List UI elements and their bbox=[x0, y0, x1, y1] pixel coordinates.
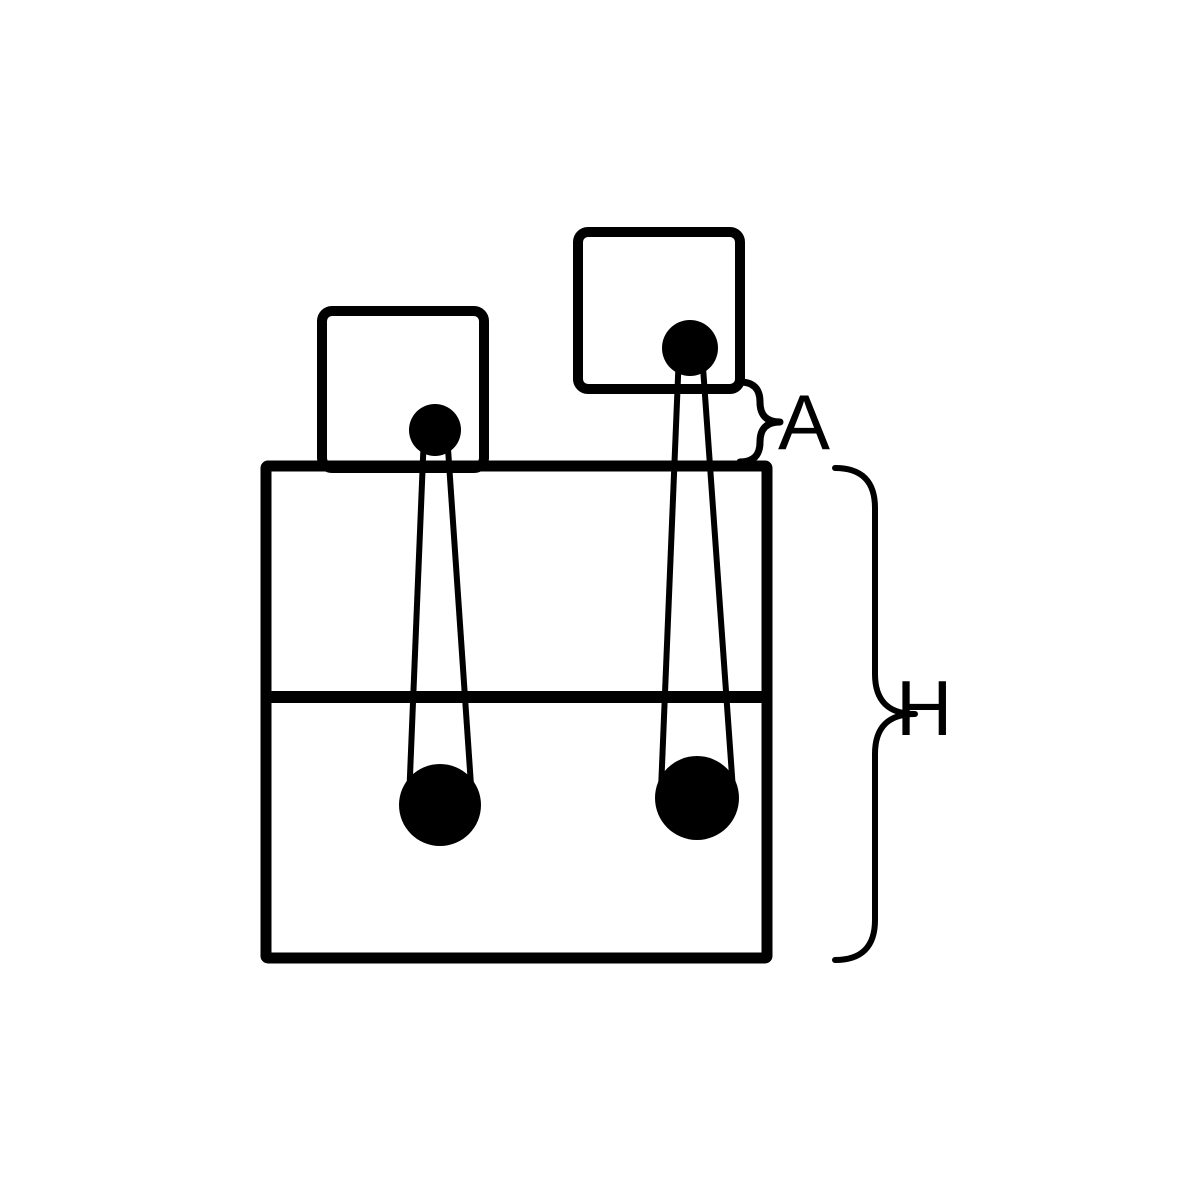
main-case bbox=[260, 460, 773, 964]
pendulum-strings-group bbox=[406, 352, 736, 801]
left-pendulum-pivot bbox=[409, 404, 461, 456]
pendulum-bobs-group bbox=[399, 756, 739, 846]
height-brace bbox=[832, 465, 918, 963]
right-pendulum-string-1 bbox=[658, 352, 682, 791]
left-pendulum-string-1 bbox=[406, 433, 427, 801]
left-upper-box bbox=[317, 306, 489, 473]
amplitude-label: A bbox=[778, 378, 830, 466]
height-label: H bbox=[896, 664, 952, 752]
right-pendulum-bob bbox=[655, 756, 739, 840]
left-pendulum-string-2 bbox=[444, 433, 475, 801]
right-pendulum-string-2 bbox=[699, 352, 736, 791]
amplitude-brace bbox=[736, 378, 784, 466]
pendulum-pivots-group bbox=[409, 320, 718, 456]
left-pendulum-bob bbox=[399, 764, 481, 846]
right-pendulum-pivot bbox=[662, 320, 718, 376]
right-upper-box bbox=[573, 227, 745, 394]
